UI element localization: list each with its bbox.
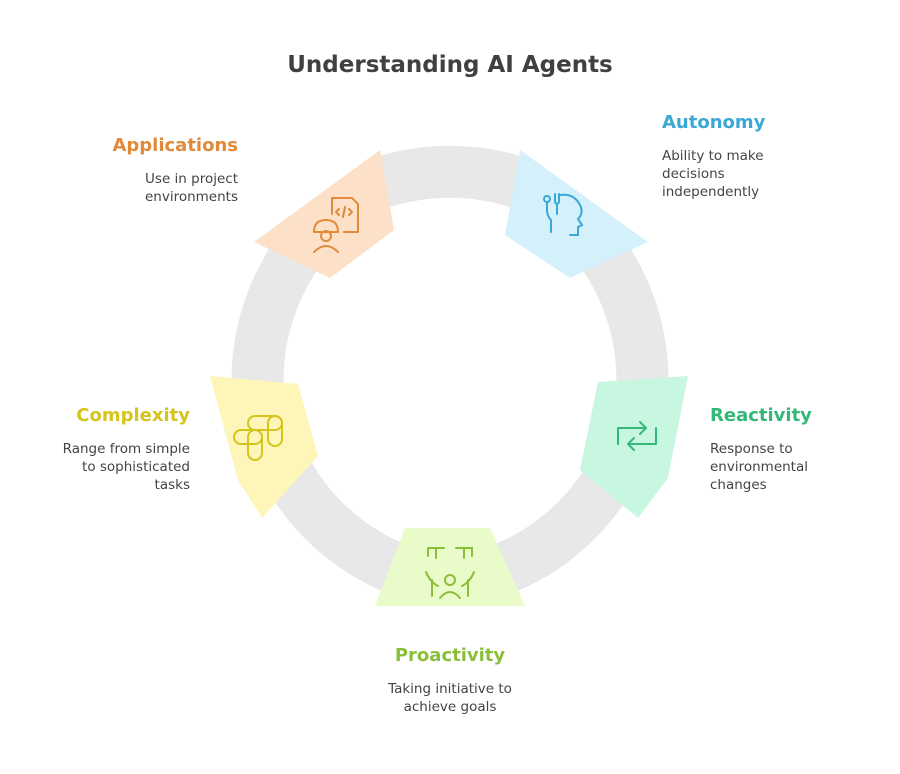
proactivity-desc: Taking initiative to achieve goals	[300, 680, 600, 716]
reactivity-desc-line: Response to	[710, 441, 793, 457]
applications-desc-line: Use in project	[145, 171, 238, 187]
complexity-heading: Complexity	[76, 405, 190, 426]
label-proactivity: Proactivity Taking initiative to achieve…	[300, 645, 600, 716]
applications-desc: Use in project environments	[60, 170, 238, 206]
arc-proactivity-complexity	[263, 457, 415, 597]
node-autonomy	[505, 150, 648, 278]
complexity-desc-line: Range from simple	[62, 441, 190, 457]
label-autonomy: Autonomy Ability to make decisions indep…	[662, 112, 765, 201]
autonomy-desc-line: Ability to make	[662, 148, 764, 164]
initiative-people-icon	[425, 547, 475, 599]
applications-heading: Applications	[112, 135, 238, 156]
label-reactivity: Reactivity Response to environmental cha…	[710, 405, 812, 494]
proactivity-heading: Proactivity	[394, 645, 506, 666]
node-applications	[254, 150, 394, 278]
reactivity-desc-line: environmental	[710, 459, 809, 475]
autonomy-heading: Autonomy	[662, 112, 766, 133]
reactivity-desc: Response to environmental changes	[710, 440, 812, 494]
node-proactivity	[375, 528, 525, 606]
proactivity-desc-line: achieve goals	[403, 699, 497, 715]
autonomy-desc: Ability to make decisions independently	[662, 147, 765, 201]
person-head-icon	[543, 193, 584, 236]
label-complexity: Complexity Range from simple to sophisti…	[20, 405, 190, 494]
label-applications: Applications Use in project environments	[60, 135, 238, 206]
arc-applications-autonomy	[362, 145, 538, 211]
reactivity-heading: Reactivity	[710, 405, 812, 426]
complexity-desc-line: tasks	[154, 477, 190, 493]
complexity-desc-line: to sophisticated	[82, 459, 190, 475]
arc-complexity-applications	[231, 225, 327, 394]
proactivity-desc-line: Taking initiative to	[388, 681, 512, 697]
arc-autonomy-reactivity	[573, 225, 669, 394]
reactivity-desc-line: changes	[710, 477, 767, 493]
autonomy-desc-line: decisions	[662, 166, 725, 182]
node-complexity	[210, 376, 318, 518]
complexity-desc: Range from simple to sophisticated tasks	[20, 440, 190, 494]
refresh-arrows-icon	[617, 421, 657, 451]
path-steps-icon	[233, 415, 283, 461]
applications-desc-line: environments	[144, 189, 238, 205]
developer-icon	[313, 197, 359, 253]
autonomy-desc-line: independently	[662, 184, 760, 200]
diagram-title: Understanding AI Agents	[287, 52, 613, 78]
arc-reactivity-proactivity	[485, 457, 637, 597]
node-reactivity	[580, 376, 688, 518]
